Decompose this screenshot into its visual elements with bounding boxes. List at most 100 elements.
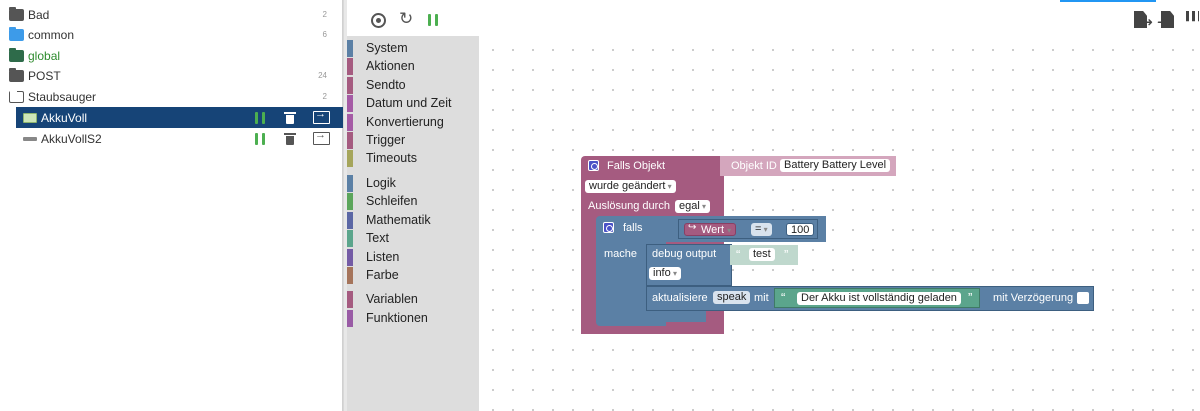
export-icon[interactable]: [313, 129, 330, 145]
compare-value-field[interactable]: 100: [786, 223, 815, 236]
category-label: Listen: [366, 250, 400, 264]
script-item-akkuvolls2[interactable]: AkkuVollS2: [16, 128, 343, 149]
folder-count: 2: [322, 10, 327, 19]
folder-count: 2: [322, 92, 327, 101]
flag-icon[interactable]: [1186, 11, 1200, 29]
folder-label: Staubsauger: [28, 89, 97, 104]
folder-post[interactable]: POST 24: [0, 65, 343, 86]
update-target-field[interactable]: speak: [713, 291, 751, 304]
pause-icon[interactable]: [255, 132, 265, 145]
trigger-block-bottom: [581, 326, 724, 334]
refresh-icon[interactable]: ↻: [399, 9, 414, 28]
folder-bad[interactable]: Bad 2: [0, 4, 343, 25]
category-label: Variablen: [366, 292, 418, 306]
change-dropdown[interactable]: wurde geändert: [585, 180, 676, 193]
if-label: falls: [623, 222, 643, 234]
folder-label: common: [28, 27, 75, 42]
operator-dropdown[interactable]: =: [751, 223, 772, 236]
quote-close-icon: ”: [784, 247, 789, 262]
category-label: Trigger: [366, 133, 406, 147]
category-label: Timeouts: [366, 151, 417, 165]
gear-icon[interactable]: [603, 222, 614, 233]
quote-close-icon: ”: [968, 290, 973, 305]
pause-icon[interactable]: [255, 111, 265, 124]
blockly-script-icon: [23, 112, 37, 123]
script-label: AkkuVoll: [41, 110, 88, 125]
trigger-by-dropdown[interactable]: egal: [675, 200, 711, 213]
folder-common[interactable]: common 6: [0, 24, 343, 45]
category-label: Sendto: [366, 78, 406, 92]
panel-splitter[interactable]: [343, 0, 347, 411]
pause-icon[interactable]: [428, 14, 438, 26]
category-label: System: [366, 41, 408, 55]
hook-arrow-icon: ↪: [688, 222, 697, 233]
category-schleifen[interactable]: Schleifen: [347, 192, 479, 210]
script-tree: Bad 2 common 6 global POST 24 Staubsauge…: [0, 0, 343, 411]
export-blocks-icon[interactable]: ➜: [1134, 11, 1153, 29]
gear-icon[interactable]: [588, 160, 599, 171]
log-level-dropdown[interactable]: info: [649, 267, 681, 280]
category-label: Farbe: [366, 268, 399, 282]
category-label: Text: [366, 231, 389, 245]
category-label: Funktionen: [366, 311, 428, 325]
category-trigger[interactable]: Trigger: [347, 131, 479, 149]
if-block-footer: [666, 308, 706, 322]
debug-label: debug output: [652, 248, 717, 260]
category-funktionen[interactable]: Funktionen: [347, 309, 479, 327]
category-label: Aktionen: [366, 59, 415, 73]
folder-staubsauger[interactable]: Staubsauger 2: [0, 86, 343, 107]
delay-checkbox[interactable]: [1077, 292, 1089, 304]
folder-open-icon: [9, 89, 24, 103]
category-listen[interactable]: Listen: [347, 248, 479, 266]
active-tab-indicator: [1060, 0, 1156, 2]
category-system[interactable]: System: [347, 39, 479, 57]
import-blocks-icon[interactable]: ➜: [1157, 11, 1179, 29]
category-aktionen[interactable]: Aktionen: [347, 57, 479, 75]
debug-text-field[interactable]: test: [749, 248, 775, 261]
category-farbe[interactable]: Farbe: [347, 266, 479, 284]
script-item-akkuvoll[interactable]: AkkuVoll: [16, 107, 343, 128]
category-timeouts[interactable]: Timeouts: [347, 149, 479, 167]
category-variablen[interactable]: Variablen: [347, 290, 479, 308]
object-id-field[interactable]: Battery Battery Level: [780, 159, 891, 172]
folder-label: POST: [28, 68, 61, 83]
folder-icon: [9, 67, 24, 82]
quote-open-icon: “: [736, 247, 741, 262]
value-label: Wert: [701, 224, 725, 236]
category-sendto[interactable]: Sendto: [347, 76, 479, 94]
folder-label: Bad: [28, 7, 50, 22]
folder-icon: [9, 47, 24, 62]
trash-icon[interactable]: [284, 111, 296, 124]
do-label: mache: [604, 248, 638, 260]
speak-text-field[interactable]: Der Akku ist vollständig geladen: [797, 292, 961, 305]
category-label: Konvertierung: [366, 115, 444, 129]
editor-toolbar: ↻ ➜ ➜: [347, 0, 1200, 36]
blockly-workspace[interactable]: Falls Objekt Objekt ID Battery Battery L…: [479, 36, 1200, 411]
folder-count: 24: [318, 71, 327, 80]
category-datum-und-zeit[interactable]: Datum und Zeit: [347, 94, 479, 112]
category-text[interactable]: Text: [347, 229, 479, 247]
quote-open-icon: “: [781, 290, 786, 305]
trash-icon[interactable]: [284, 132, 296, 145]
folder-icon: [9, 26, 24, 41]
folder-global[interactable]: global: [0, 45, 343, 66]
export-icon[interactable]: [313, 108, 330, 124]
trigger-by-label: Auslösung durch: [588, 200, 670, 212]
category-label: Mathematik: [366, 213, 431, 227]
category-label: Logik: [366, 176, 396, 190]
folder-icon: [9, 6, 24, 21]
category-logik[interactable]: Logik: [347, 174, 479, 192]
update-label: aktualisiere: [652, 292, 708, 304]
script-icon: [23, 136, 37, 141]
category-konvertierung[interactable]: Konvertierung: [347, 113, 479, 131]
category-mathematik[interactable]: Mathematik: [347, 211, 479, 229]
object-id-label: Objekt ID: [731, 160, 777, 172]
value-dropdown[interactable]: Wert: [684, 223, 737, 236]
delay-label: mit Verzögerung: [993, 292, 1074, 304]
category-label: Datum und Zeit: [366, 96, 452, 110]
folder-label: global: [28, 48, 61, 63]
locate-icon[interactable]: [371, 13, 386, 28]
block-category-list: System Aktionen Sendto Datum und Zeit Ko…: [347, 36, 479, 411]
trigger-label: Falls Objekt: [607, 160, 666, 172]
with-label: mit: [754, 292, 769, 304]
